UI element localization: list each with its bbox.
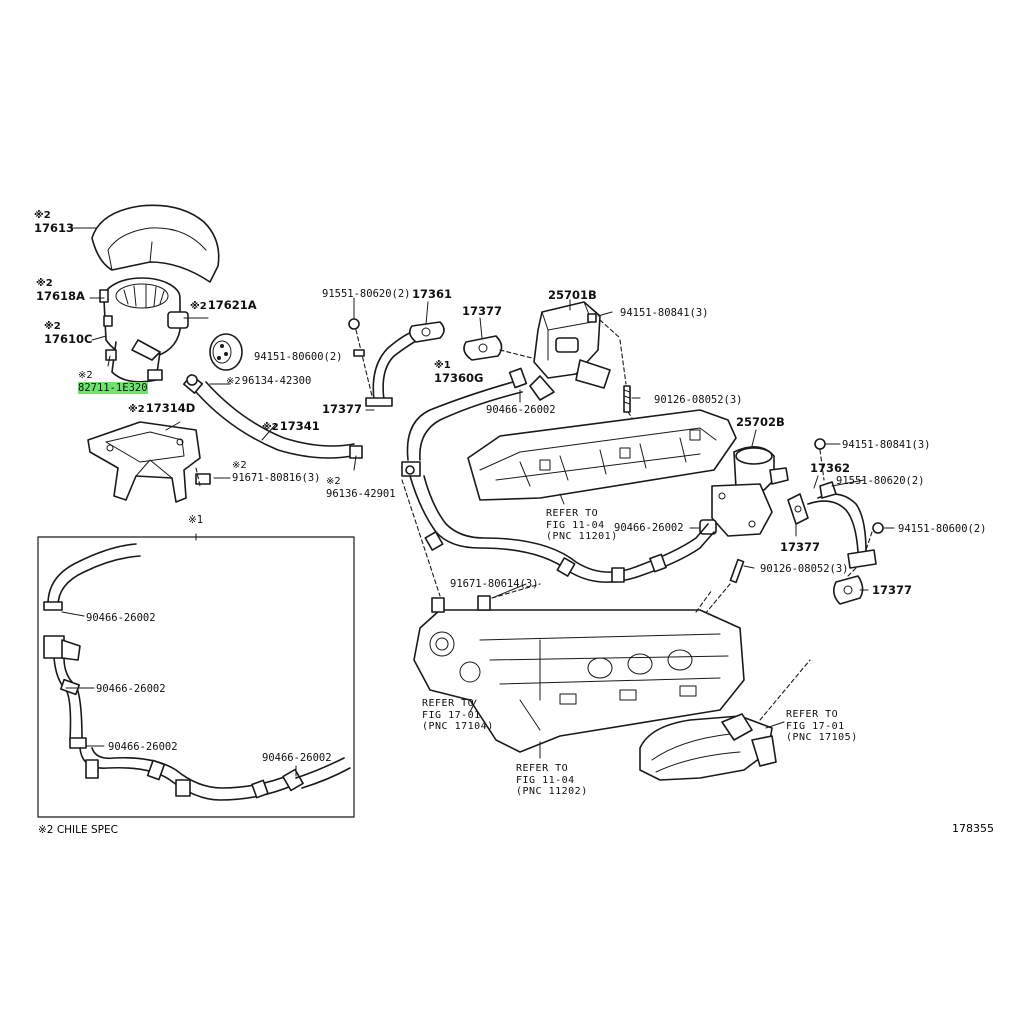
part-label-17618a[interactable]: ※2 17618A <box>36 278 85 303</box>
hose-17341 <box>182 374 363 459</box>
part-label-17621a[interactable]: ※217621A <box>190 298 257 312</box>
part-label-94151-80600-left[interactable]: 94151-80600(2) <box>254 351 343 363</box>
cylinder-head-lower <box>413 595 745 753</box>
part-label-96136-42901[interactable]: ※2 96136-42901 <box>326 476 396 500</box>
part-label-91671-80816[interactable]: ※2 91671-80816(3) <box>232 460 321 484</box>
refer-note-11201[interactable]: REFER TO FIG 11-04 (PNC 11201) <box>546 508 618 542</box>
part-label-17360g[interactable]: ※1 17360G <box>434 360 484 385</box>
hose-17360g <box>401 367 528 477</box>
part-label-17377-lower-right[interactable]: 17377 <box>872 583 913 597</box>
pipe-17362 <box>807 438 884 569</box>
part-label-90126-08052-top[interactable]: 90126-08052(3) <box>654 394 743 406</box>
coolant-hose-long <box>409 475 715 583</box>
leader-lines <box>71 227 895 759</box>
part-label-25702b[interactable]: 25702B <box>736 415 785 429</box>
air-pump-body <box>99 277 189 383</box>
part-label-96134-42300[interactable]: ※296134-42300 <box>226 375 312 387</box>
part-label-94151-80600-right[interactable]: 94151-80600(2) <box>898 523 987 535</box>
part-label-90466-26002-inset-3[interactable]: 90466-26002 <box>108 741 178 753</box>
part-label-94151-80841-top[interactable]: 94151-80841(3) <box>620 307 709 319</box>
part-label-17341[interactable]: ※217341 <box>262 419 320 433</box>
part-label-90126-08052-mid[interactable]: 90126-08052(3) <box>760 563 849 575</box>
part-label-17377-left[interactable]: 17377 <box>322 402 363 416</box>
highlighted-part-number[interactable]: 82711-1E320 <box>78 382 148 394</box>
inset-hose-chain <box>43 635 351 801</box>
part-label-17610c[interactable]: ※2 17610C <box>44 321 93 346</box>
part-label-90466-26002-inset-2[interactable]: 90466-26002 <box>96 683 166 695</box>
pipe-17361 <box>348 318 445 407</box>
part-label-17361[interactable]: 17361 <box>412 287 453 301</box>
part-label-17377-right[interactable]: 17377 <box>780 540 821 554</box>
part-label-94151-80841-right[interactable]: 94151-80841(3) <box>842 439 931 451</box>
refer-note-17105[interactable]: REFER TO FIG 17-01 (PNC 17105) <box>786 709 858 743</box>
part-label-90466-26002-mid[interactable]: 90466-26002 <box>614 522 684 534</box>
part-label-91551-80620-right[interactable]: 91551-80620(2) <box>836 475 925 487</box>
part-label-82711-1e320[interactable]: ※2 82711-1E320 <box>78 370 148 394</box>
air-pump-cover <box>91 204 220 283</box>
part-label-25701b[interactable]: 25701B <box>548 288 597 302</box>
stud-bolt-mid <box>699 558 745 621</box>
inset-hose-upper <box>43 543 141 617</box>
part-label-17314d[interactable]: ※217314D <box>128 401 196 415</box>
refer-note-17104[interactable]: REFER TO FIG 17-01 (PNC 17104) <box>422 698 494 732</box>
footnote-chile-spec: ※2 CHILE SPEC <box>38 824 118 836</box>
gasket-17377-top <box>463 335 541 361</box>
part-label-17362[interactable]: 17362 <box>810 461 851 475</box>
part-label-17613[interactable]: ※2 17613 <box>34 210 75 235</box>
part-label-90466-26002-top[interactable]: 90466-26002 <box>486 404 556 416</box>
part-label-91671-80614[interactable]: 91671-80614(3) <box>450 578 539 590</box>
valve-25701b <box>529 301 621 401</box>
exhaust-manifold <box>639 659 811 781</box>
inset-box-mark: ※1 <box>188 514 204 526</box>
part-label-90466-26002-inset-1[interactable]: 90466-26002 <box>86 612 156 624</box>
gasket-17377-right <box>787 493 809 525</box>
part-label-17377-top[interactable]: 17377 <box>462 304 503 318</box>
cylinder-head-cover-upper <box>467 409 737 501</box>
part-label-91551-80620-left[interactable]: 91551-80620(2) <box>322 288 411 300</box>
refer-note-11202[interactable]: REFER TO FIG 11-04 (PNC 11202) <box>516 763 588 797</box>
figure-number: 178355 <box>952 822 994 835</box>
inset-box-frame <box>37 536 355 818</box>
air-pump-cap <box>209 333 243 371</box>
part-label-90466-26002-inset-4[interactable]: 90466-26002 <box>262 752 332 764</box>
bracket-17314d <box>87 421 211 503</box>
gasket-17377-lower-right <box>832 567 864 605</box>
valve-25702b <box>699 446 789 537</box>
